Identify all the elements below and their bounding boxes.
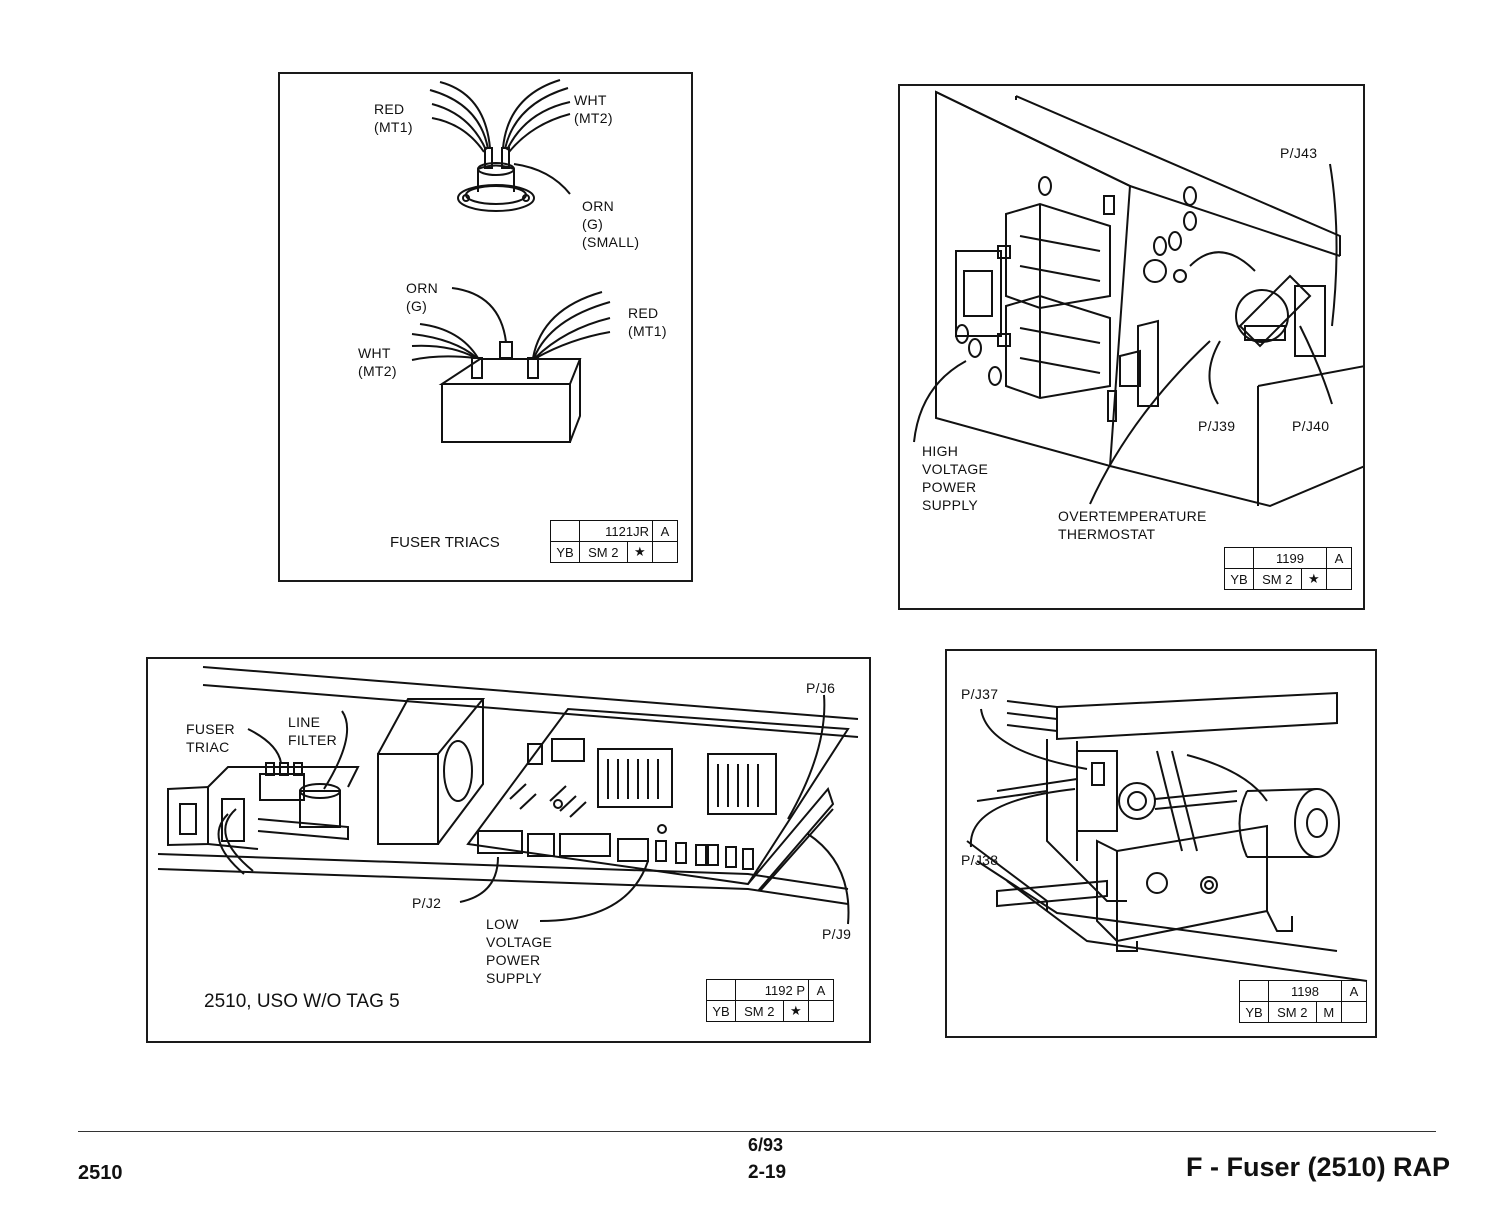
footer-section-title: F - Fuser (2510) RAP [1186, 1152, 1451, 1182]
label-overtemperature-thermostat: OVERTEMPERATURE THERMOSTAT [1058, 508, 1207, 542]
panel-fuser-triacs: RED (MT1) WHT (MT2) ORN (G) (SMALL) ORN … [278, 72, 693, 582]
tag-yb: YB [550, 541, 580, 563]
tag-extra [652, 541, 678, 563]
label-orn-g-small: ORN (G) (SMALL) [582, 198, 640, 250]
footer-model: 2510 [78, 1162, 123, 1184]
fuser-triacs-caption: FUSER TRIACS [390, 534, 500, 551]
tag-rev: A [1326, 547, 1352, 569]
panel-lvps: FUSER TRIAC LINE FILTER P/J6 P/J2 LOW VO… [146, 657, 871, 1043]
label-line-filter: LINE FILTER [288, 714, 337, 748]
tag-blank [1224, 547, 1254, 569]
drive-illustration [966, 691, 1368, 982]
tag-rev: A [808, 979, 834, 1001]
label-high-voltage-power-supply: HIGH VOLTAGE POWER SUPPLY [922, 443, 989, 513]
tag-yb: YB [706, 1000, 736, 1022]
tag-code: 1192 P [735, 979, 809, 1001]
label-pj38: P/J38 [961, 852, 999, 868]
label-pj2: P/J2 [412, 895, 442, 911]
fig-tag-1199: 1199 A YB SM 2 ★ [1224, 547, 1352, 590]
tag-rev: A [1341, 980, 1367, 1002]
fig-tag-1192p: 1192 P A YB SM 2 ★ [706, 979, 834, 1022]
label-wht-mt2-top: WHT (MT2) [574, 92, 613, 126]
footer-rule [78, 1131, 1436, 1132]
label-pj40: P/J40 [1292, 418, 1330, 434]
label-wht-mt2: WHT (MT2) [358, 345, 397, 379]
tag-code: 1121JR [579, 520, 653, 542]
label-red-mt1: RED (MT1) [628, 305, 667, 339]
fig-tag-1121jr: 1121JR A YB SM 2 ★ [550, 520, 678, 563]
tag-blank [550, 520, 580, 542]
tag-mark: ★ [626, 541, 654, 563]
label-pj9: P/J9 [822, 926, 852, 942]
tag-code: 1199 [1253, 547, 1327, 569]
tag-sm: SM 2 [735, 1000, 784, 1022]
tag-yb: YB [1224, 568, 1254, 590]
label-pj39: P/J39 [1198, 418, 1236, 434]
label-pj43: P/J43 [1280, 145, 1318, 161]
panel-drive-connectors: P/J37 P/J38 1198 A YB SM 2 M [945, 649, 1377, 1038]
footer-page-number: 2-19 [748, 1162, 787, 1183]
tag-sm: SM 2 [1253, 568, 1302, 590]
label-red-mt1-top: RED (MT1) [374, 101, 413, 135]
fig-tag-1198: 1198 A YB SM 2 M [1239, 980, 1367, 1023]
tag-sm: SM 2 [1268, 1001, 1317, 1023]
tag-extra [1326, 568, 1352, 590]
label-orn-g: ORN (G) [406, 280, 439, 314]
tag-blank [706, 979, 736, 1001]
tag-yb: YB [1239, 1001, 1269, 1023]
fuser-triacs-illustration [411, 79, 611, 443]
label-pj6: P/J6 [806, 680, 836, 696]
label-fuser-triac: FUSER TRIAC [186, 721, 235, 755]
label-pj37: P/J37 [961, 686, 999, 702]
tag-extra [808, 1000, 834, 1022]
tag-code: 1198 [1268, 980, 1342, 1002]
tag-sm: SM 2 [579, 541, 628, 563]
tag-mark: ★ [1300, 568, 1328, 590]
tag-blank [1239, 980, 1269, 1002]
tag-rev: A [652, 520, 678, 542]
label-low-voltage-power-supply: LOW VOLTAGE POWER SUPPLY [486, 916, 553, 986]
tag-extra [1341, 1001, 1367, 1023]
lvps-illustration [157, 666, 859, 925]
footer-date: 6/93 [748, 1135, 784, 1155]
tag-mark: ★ [782, 1000, 810, 1022]
lvps-caption: 2510, USO W/O TAG 5 [204, 991, 400, 1012]
hvps-illustration [913, 90, 1363, 508]
panel-hvps-thermostat: P/J43 P/J39 P/J40 HIGH VOLTAGE POWER SUP… [898, 84, 1365, 610]
tag-mark: M [1315, 1001, 1343, 1023]
